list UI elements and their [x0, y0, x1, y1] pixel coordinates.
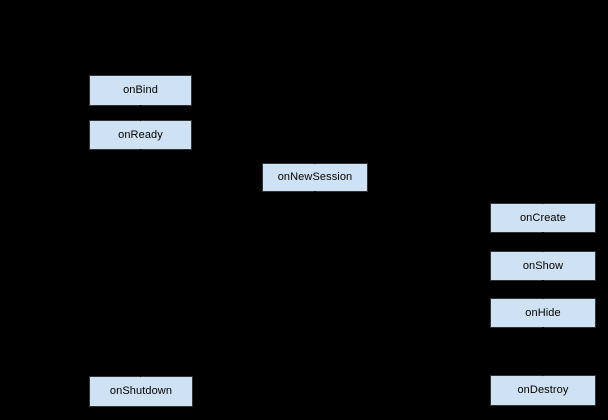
node-onhide: onHide — [490, 298, 596, 328]
node-oncreate: onCreate — [490, 203, 596, 233]
edge-onnewsession-oncreate — [314, 191, 547, 205]
node-onnewsession: onNewSession — [262, 163, 368, 192]
node-onshow: onShow — [490, 251, 596, 281]
node-onshutdown: onShutdown — [89, 376, 193, 407]
node-onbind: onBind — [89, 75, 192, 106]
edge-onready-onnewsession — [139, 149, 319, 165]
node-ondestroy: onDestroy — [490, 375, 596, 406]
node-onready: onReady — [89, 120, 192, 150]
